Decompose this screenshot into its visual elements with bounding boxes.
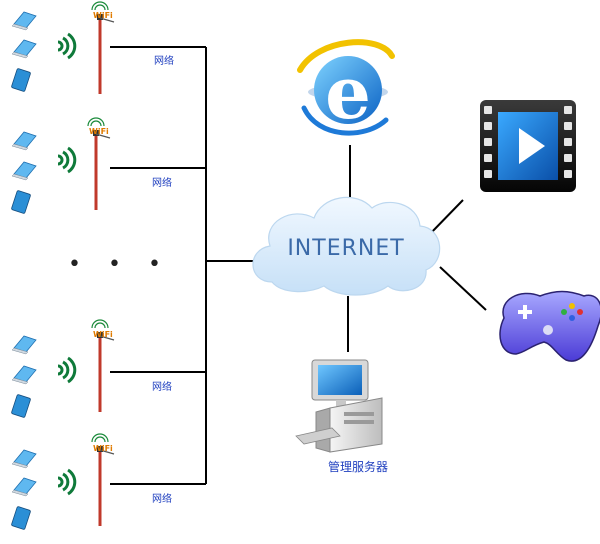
connection-lines: [110, 46, 487, 485]
laptop-icon: [11, 11, 37, 31]
laptop-icon: [11, 477, 37, 497]
pole-group-1: WiFi: [10, 1, 115, 95]
wifi-signal-icon: [56, 468, 77, 496]
cloud-label: INTERNET: [287, 236, 405, 261]
tablet-icon: [10, 393, 32, 419]
tablet-icon: [10, 189, 32, 215]
wifi-signal-icon: [56, 32, 77, 60]
pole-group-4: WiFi: [10, 433, 115, 531]
internet-cloud: [252, 196, 441, 296]
network-label-4: 网络: [152, 494, 172, 505]
laptop-icon: [11, 365, 37, 385]
tablet-icon: [10, 67, 32, 93]
wifi-signal-icon: [56, 146, 77, 174]
gamepad-icon: [499, 290, 600, 362]
video-play-icon: [480, 100, 576, 192]
laptop-icon: [11, 161, 37, 181]
svg-text:e: e: [325, 50, 371, 135]
network-label-1: 网络: [154, 56, 174, 67]
network-label-2: 网络: [152, 178, 172, 189]
wifi-tag: WiFi: [93, 444, 113, 453]
network-label-3: 网络: [152, 382, 172, 393]
laptop-icon: [11, 39, 37, 59]
server-label: 管理服务器: [327, 460, 388, 474]
ellipsis-more-groups: • • •: [68, 252, 171, 277]
wifi-tag: WiFi: [89, 127, 109, 136]
laptop-icon: [11, 131, 37, 151]
pole-group-3: WiFi: [10, 319, 115, 419]
tablet-icon: [10, 505, 32, 531]
pole-group-2: WiFi: [10, 117, 111, 215]
internet-explorer-icon: e: [297, 39, 395, 136]
management-server-icon: [295, 359, 383, 453]
wifi-signal-icon: [56, 356, 77, 384]
wifi-tag: WiFi: [93, 330, 113, 339]
laptop-icon: [11, 335, 37, 355]
wifi-tag: WiFi: [93, 11, 113, 20]
laptop-icon: [11, 449, 37, 469]
